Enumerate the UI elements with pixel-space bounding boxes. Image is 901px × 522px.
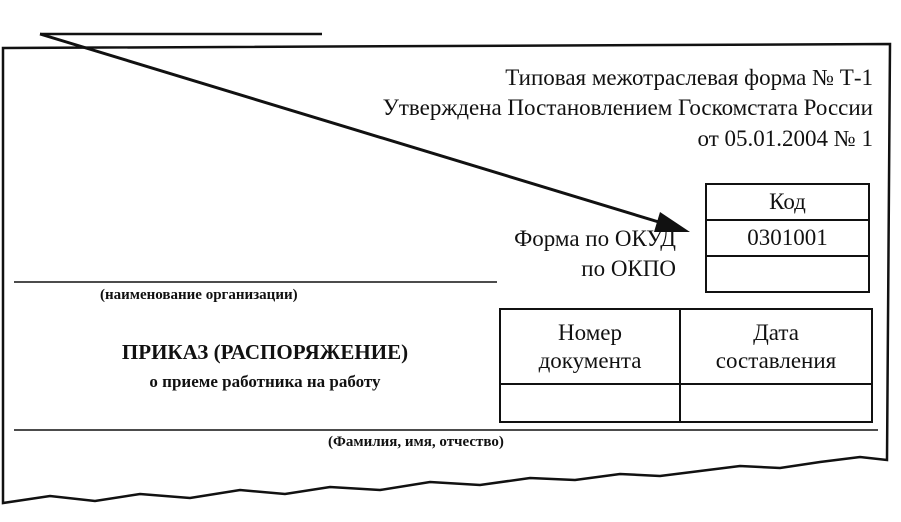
document-date-header-line2: составления [715,347,837,373]
document-date-value [679,383,873,423]
code-header: Код [705,183,870,221]
code-table: Код 0301001 [705,183,870,293]
document-date-header: Дата составления [679,308,873,385]
form-type-line: Типовая межотраслевая форма № Т-1 [505,65,873,90]
pointer-arrow-line [39,32,673,228]
approval-line: Утверждена Постановлением Госкомстата Ро… [382,95,873,120]
document-table: Номер документа Дата составления [499,308,873,423]
document-number-header-line2: документа [538,347,642,373]
order-subtitle: о приеме работника на работу [149,372,381,391]
document-number-header: Номер документа [499,308,681,385]
organization-caption: (наименование организации) [100,287,298,303]
document-date-header-line1: Дата [753,319,799,345]
document-number-value [499,383,681,423]
approval-date-line: от 05.01.2004 № 1 [697,126,873,151]
okud-label: Форма по ОКУД [514,226,676,251]
okpo-label: по ОКПО [581,256,676,281]
document-number-header-line1: Номер [558,319,622,345]
okud-value: 0301001 [705,219,870,257]
order-title: ПРИКАЗ (РАСПОРЯЖЕНИЕ) [121,340,409,364]
pointer-arrow-head [654,212,690,232]
employee-caption: (Фамилия, имя, отчество) [328,434,504,450]
okpo-value [705,255,870,293]
